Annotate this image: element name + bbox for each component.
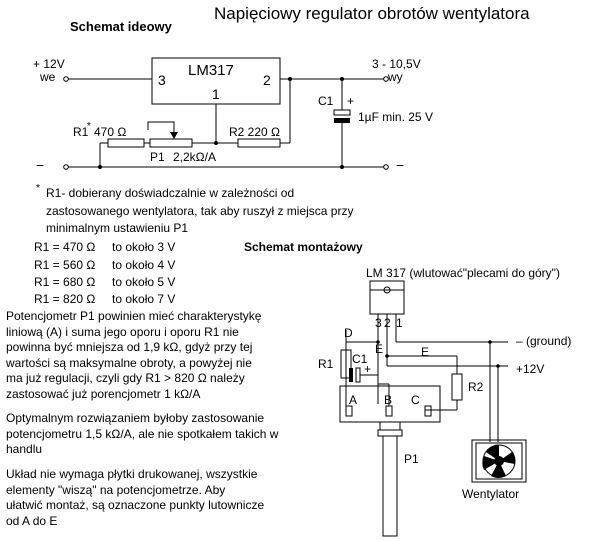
- table-v: to około 7 V: [112, 292, 176, 306]
- assembly-p1-label: P1: [404, 452, 419, 466]
- assembly-heading: Schemat montażowy: [244, 240, 363, 254]
- p1-value: 2,2kΩ/A: [173, 150, 216, 164]
- r1-asterisk: *: [87, 121, 91, 132]
- ic-pin-adj: 1: [212, 86, 220, 102]
- ground-label: – (ground): [516, 334, 572, 348]
- plus12-label: +12V: [516, 362, 545, 376]
- c1-capacitor: [333, 109, 351, 116]
- note-line: minimalnym ustawieniu P1: [46, 221, 189, 235]
- assembly-pin: 2: [384, 316, 391, 330]
- assembly-c1-plus: +: [364, 362, 372, 376]
- table-r: R1 = 680 Ω: [34, 275, 96, 289]
- paragraph-assembly: Układ nie wymaga płytki drukowanej, wszy…: [6, 467, 265, 528]
- fan-label: Wentylator: [462, 487, 520, 501]
- table-v: to około 4 V: [112, 258, 176, 272]
- assembly-ic-label: LM 317 (wlutować"plecami do góry"): [366, 266, 560, 280]
- ic-name: LM317: [188, 62, 234, 79]
- ic-pin-in: 3: [158, 72, 166, 88]
- c1-plus: +: [347, 94, 355, 108]
- minus-right: −: [396, 157, 405, 173]
- paragraph-potentiometer: Potencjometr P1 powinien mieć charaktery…: [6, 309, 262, 401]
- assembly-c1-label: C1: [352, 352, 368, 366]
- p1-label: P1: [150, 150, 165, 164]
- paragraph-optimal: Optymalnym rozwiązaniem byłoby zastosowa…: [6, 411, 279, 456]
- assembly-r1-label: R1: [318, 357, 334, 371]
- point-c: C: [411, 393, 420, 407]
- minus-left: −: [36, 157, 45, 173]
- output-label: wy: [388, 70, 403, 84]
- c1-value: 1µF min. 25 V: [358, 110, 433, 124]
- point-e: E: [421, 345, 430, 359]
- note-line: zastosowanego wentylatora, tak aby ruszy…: [46, 204, 354, 218]
- point-d: D: [344, 326, 353, 340]
- table-r: R1 = 560 Ω: [34, 258, 96, 272]
- table-r: R1 = 470 Ω: [34, 240, 96, 254]
- fan-icon: [471, 439, 527, 483]
- point-a: A: [349, 393, 358, 407]
- ic-pin-out: 2: [263, 72, 271, 88]
- input-voltage-label: + 12V: [33, 57, 65, 71]
- input-label: we: [40, 70, 56, 84]
- c1-label: C1: [318, 94, 334, 108]
- table-v: to około 5 V: [112, 275, 176, 289]
- assembly-pin: 1: [396, 316, 403, 330]
- r1-value: 470 Ω: [94, 125, 127, 139]
- page-title: Napięciowy regulator obrotów wentylatora: [214, 4, 530, 23]
- point-e-ic: E: [375, 342, 384, 356]
- r2-label: R2 220 Ω: [229, 125, 280, 139]
- table-r: R1 = 820 Ω: [34, 292, 96, 306]
- r1-label: R1: [73, 125, 89, 139]
- table-v: to około 3 V: [112, 240, 176, 254]
- note-asterisk: *: [36, 183, 40, 194]
- note-line: R1- dobierany doświadczalnie w zależnośc…: [46, 186, 295, 200]
- assembly-r2-label: R2: [468, 380, 484, 394]
- output-voltage-label: 3 - 10,5V: [372, 57, 421, 71]
- assembly-pin: 3: [375, 316, 382, 330]
- schematic-heading: Schemat ideowy: [70, 19, 172, 34]
- point-b: B: [384, 393, 393, 407]
